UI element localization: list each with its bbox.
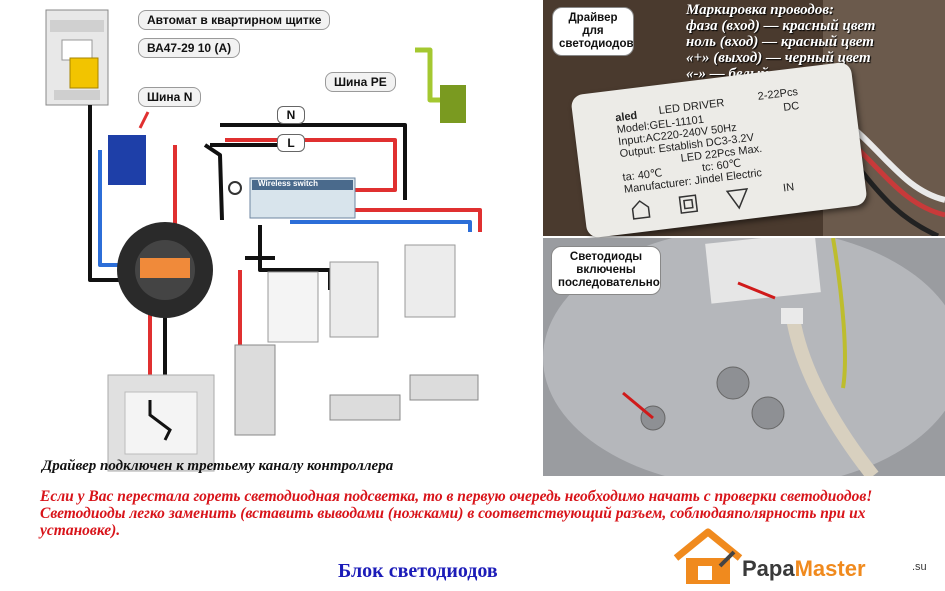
house-logo-icon bbox=[673, 528, 743, 584]
driver-dc: DC bbox=[782, 99, 800, 114]
driver-in: IN bbox=[782, 181, 795, 195]
bus-pe bbox=[440, 85, 466, 123]
led-driver: aled LED DRIVER 2-22Pcs Model:GEL-11101 … bbox=[570, 61, 868, 239]
arrow-icon bbox=[622, 391, 654, 420]
marking-line: ноль (вход) — красный цвет bbox=[686, 34, 874, 50]
section-title: Блок светодиодов bbox=[338, 560, 498, 582]
diagram-caption: Драйвер подключен к третьему каналу конт… bbox=[42, 458, 394, 474]
wiring-diagram: Автомат в квартирном щитке ВА47-29 10 (А… bbox=[0, 0, 540, 478]
controller-label: Wireless switch bbox=[258, 179, 318, 188]
bus-n-label: Шина N bbox=[138, 87, 202, 107]
warning-text: Если у Вас перестала гореть светодиодная… bbox=[40, 488, 873, 539]
logo-suffix: .su bbox=[912, 561, 927, 573]
marking-line: фаза (вход) — красный цвет bbox=[686, 18, 876, 34]
f-mark-icon bbox=[725, 187, 749, 210]
junction-box bbox=[117, 222, 213, 318]
led-photo-bg bbox=[543, 238, 945, 476]
wall-switch bbox=[107, 374, 215, 472]
breaker-label: Автомат в квартирном щитке bbox=[138, 10, 331, 30]
indoor-icon bbox=[631, 200, 651, 220]
marking-line: Маркировка проводов: bbox=[686, 2, 835, 18]
circuit-breaker bbox=[45, 9, 109, 106]
bus-n bbox=[108, 135, 146, 185]
marking-line: «+» (выход) — черный цвет bbox=[686, 50, 871, 66]
logo-text: PapaMaster bbox=[742, 556, 866, 582]
wiring-diagram-svg bbox=[45, 9, 482, 472]
controller-device bbox=[228, 177, 356, 219]
arrow-icon bbox=[737, 281, 776, 300]
led-drivers bbox=[267, 244, 456, 343]
arrow-icon bbox=[138, 111, 150, 129]
l-label: L bbox=[277, 134, 305, 152]
driver-symbols bbox=[631, 187, 749, 220]
n-label: N bbox=[277, 106, 305, 124]
logo-part1: Papa bbox=[742, 556, 795, 581]
logo-part2: Master bbox=[794, 556, 866, 581]
bus-pe-label: Шина PE bbox=[325, 72, 396, 92]
breaker-model-label: ВА47-29 10 (А) bbox=[138, 38, 241, 58]
led-series-label: Светодиоды включены последовательно bbox=[551, 246, 661, 295]
led-photo bbox=[543, 238, 945, 476]
double-insulation-icon bbox=[678, 194, 699, 214]
led-rows bbox=[234, 344, 479, 436]
driver-label: Драйвер для светодиодов bbox=[552, 7, 634, 56]
